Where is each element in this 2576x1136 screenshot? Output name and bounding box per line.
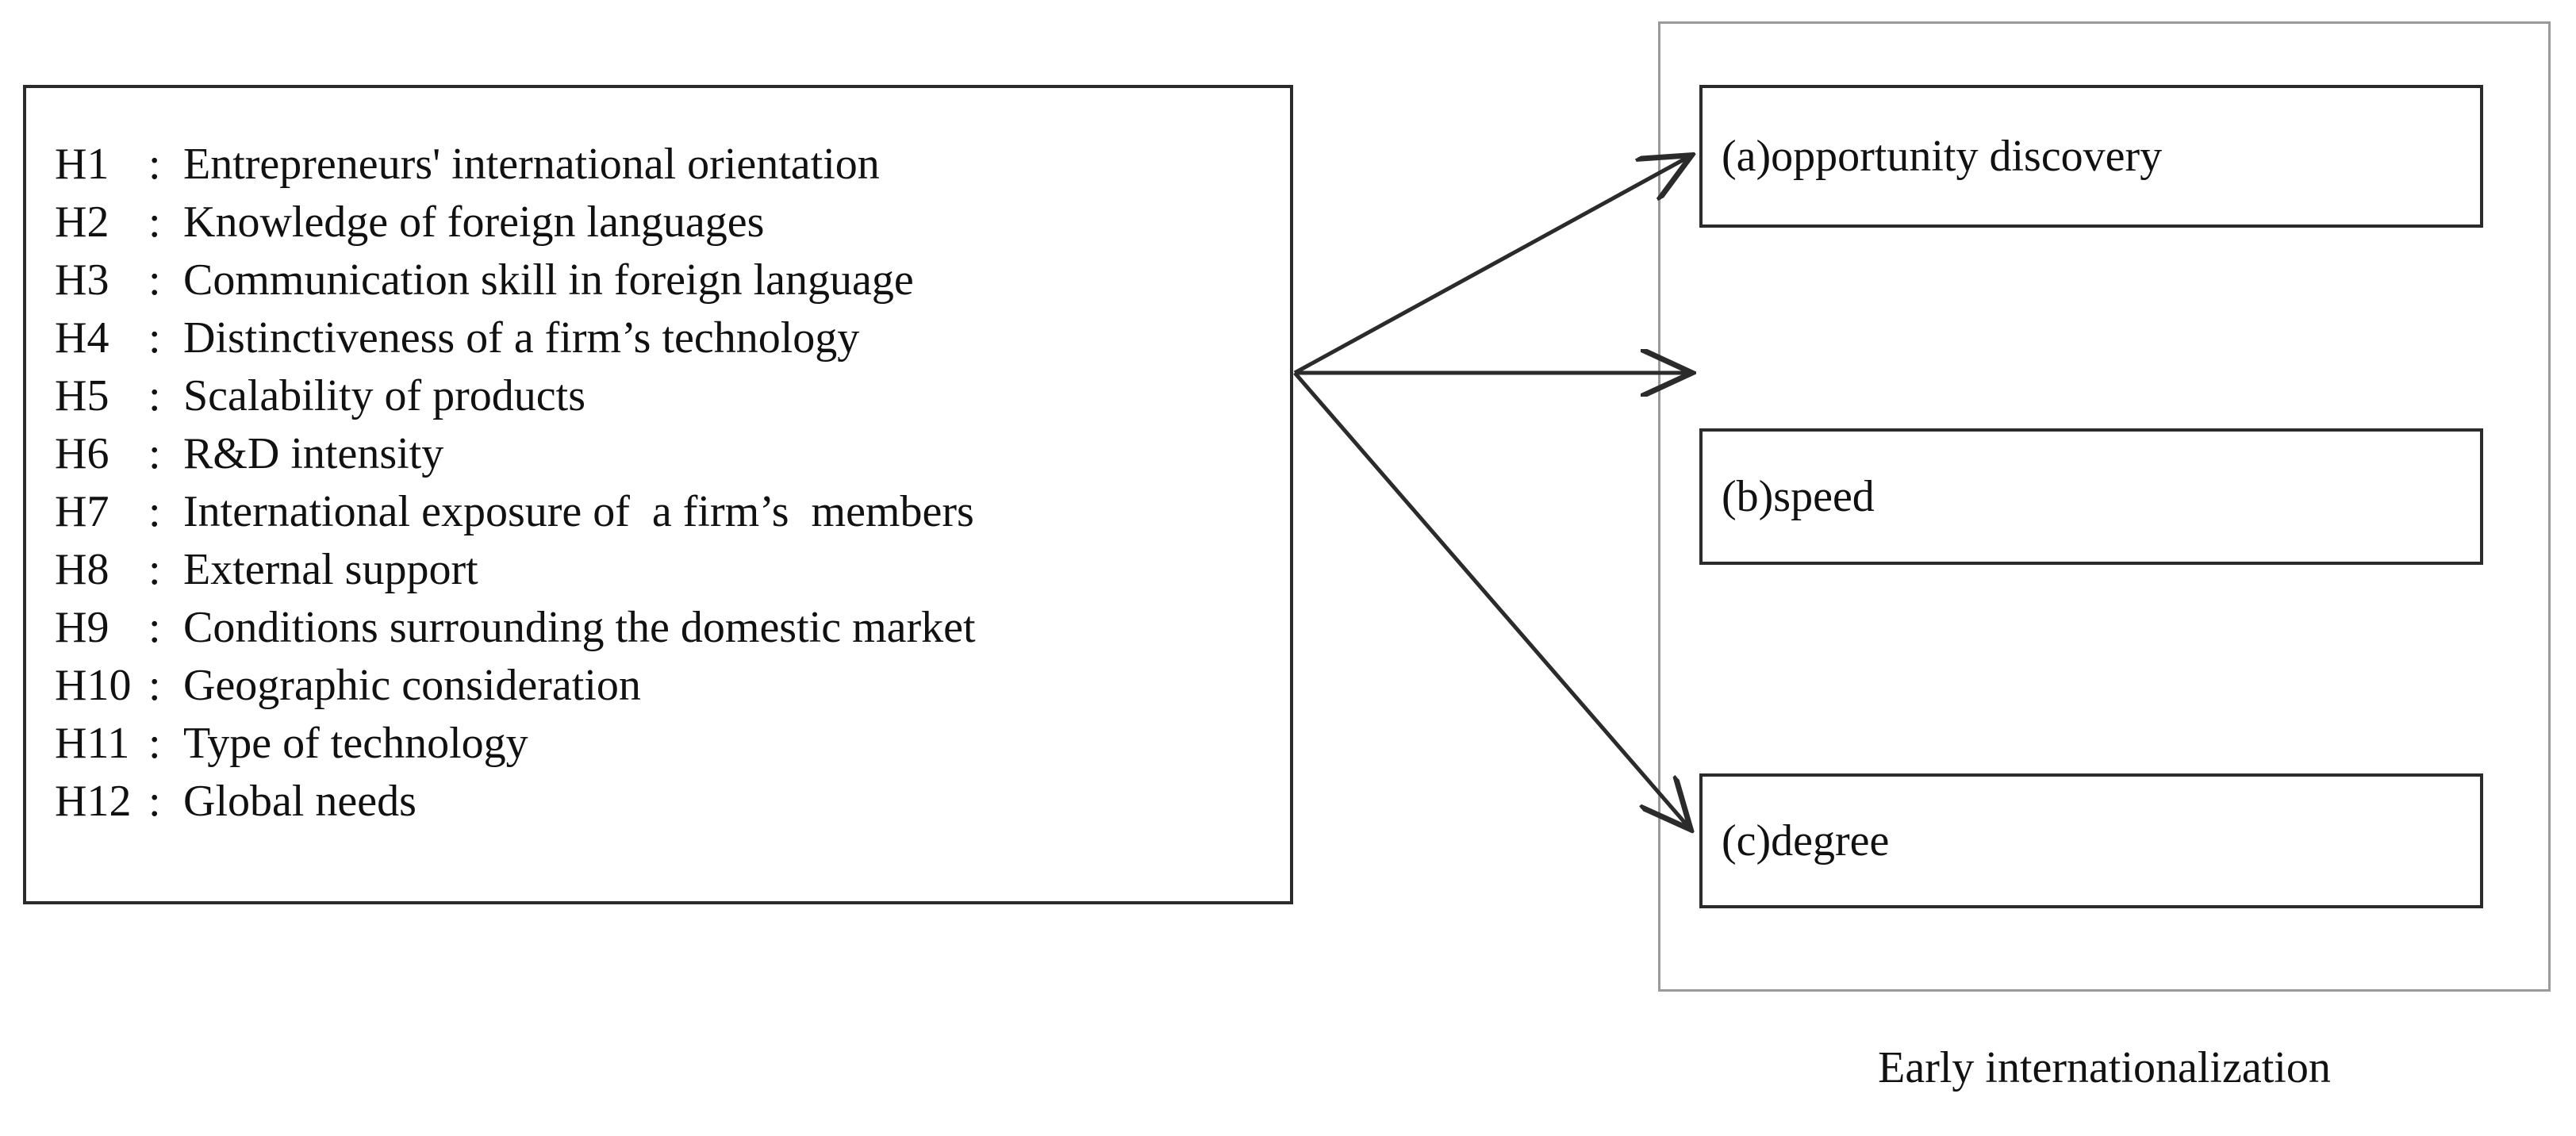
- hypothesis-id: H3: [55, 255, 109, 305]
- hypothesis-id: H4: [55, 313, 109, 363]
- hypothesis-text: Conditions surrounding the domestic mark…: [183, 603, 976, 652]
- hypothesis-text: International exposure of a firm’s membe…: [183, 487, 974, 536]
- hypotheses-box: H1 : Entrepreneurs' international orient…: [23, 85, 1293, 904]
- hypothesis-text: Type of technology: [183, 719, 528, 768]
- hypothesis-colon: :: [148, 371, 161, 420]
- hypothesis-text: Distinctiveness of a firm’s technology: [183, 313, 860, 363]
- hypothesis-colon: :: [148, 719, 161, 768]
- hypothesis-colon: :: [148, 255, 161, 305]
- hypothesis-text: Entrepreneurs' international orientation: [183, 140, 880, 189]
- hypothesis-text: Global needs: [183, 777, 417, 826]
- hypothesis-text: R&D intensity: [183, 429, 444, 478]
- hypothesis-text: External support: [183, 545, 478, 594]
- early-internationalization-caption: Early internationalization: [1878, 1043, 2331, 1092]
- hypothesis-id: H9: [55, 603, 109, 652]
- hypothesis-row: H4 : Distinctiveness of a firm’s technol…: [55, 309, 1276, 367]
- hypothesis-colon: :: [148, 545, 161, 594]
- hypothesis-row: H11 : Type of technology: [55, 715, 1276, 773]
- hypothesis-colon: :: [148, 313, 161, 363]
- hypothesis-row: H3 : Communication skill in foreign lang…: [55, 251, 1276, 309]
- hypothesis-id: H12: [55, 777, 132, 826]
- hypothesis-row: H1 : Entrepreneurs' international orient…: [55, 136, 1276, 194]
- hypothesis-id: H8: [55, 545, 109, 594]
- hypothesis-colon: :: [148, 429, 161, 478]
- hypothesis-id: H6: [55, 429, 109, 478]
- hypothesis-row: H2 : Knowledge of foreign languages: [55, 194, 1276, 251]
- hypothesis-row: H10 : Geographic consideration: [55, 657, 1276, 715]
- hypothesis-colon: :: [148, 661, 161, 710]
- arrow-to-opportunity-discovery: [1293, 157, 1688, 375]
- hypothesis-text: Knowledge of foreign languages: [183, 198, 765, 247]
- hypothesis-id: H1: [55, 140, 109, 189]
- hypothesis-text: Geographic consideration: [183, 661, 641, 710]
- hypothesis-id: H10: [55, 661, 132, 710]
- hypothesis-colon: :: [148, 603, 161, 652]
- hypothesis-row: H5 : Scalability of products: [55, 367, 1276, 425]
- hypothesis-colon: :: [148, 487, 161, 536]
- hypothesis-id: H11: [55, 719, 130, 768]
- hypothesis-colon: :: [148, 777, 161, 826]
- hypothesis-row: H12 : Global needs: [55, 773, 1276, 831]
- hypothesis-id: H7: [55, 487, 109, 536]
- hypothesis-row: H9 : Conditions surrounding the domestic…: [55, 599, 1276, 657]
- hypothesis-row: H8 : External support: [55, 541, 1276, 599]
- outcome-box-degree: (c)degree: [1699, 773, 2483, 908]
- outcome-label: (c)degree: [1722, 816, 1890, 865]
- hypothesis-colon: :: [148, 198, 161, 247]
- hypothesis-text: Scalability of products: [183, 371, 586, 420]
- hypothesis-id: H2: [55, 198, 109, 247]
- hypothesis-colon: :: [148, 140, 161, 189]
- outcome-label: (b)speed: [1722, 472, 1875, 521]
- outcome-box-opportunity-discovery: (a)opportunity discovery: [1699, 85, 2483, 228]
- hypothesis-text: Communication skill in foreign language: [183, 255, 914, 305]
- hypothesis-row: H7 : International exposure of a firm’s …: [55, 483, 1276, 541]
- outcome-label: (a)opportunity discovery: [1722, 132, 2163, 181]
- arrow-to-degree: [1293, 371, 1688, 827]
- hypotheses-list: H1 : Entrepreneurs' international orient…: [55, 136, 1276, 831]
- outcome-box-speed: (b)speed: [1699, 428, 2483, 565]
- hypothesis-row: H6 : R&D intensity: [55, 425, 1276, 483]
- hypothesis-id: H5: [55, 371, 109, 420]
